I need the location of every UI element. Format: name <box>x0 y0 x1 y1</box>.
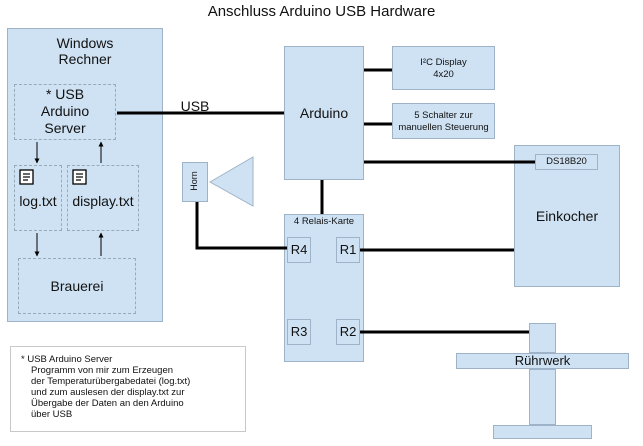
r4-horn-wire <box>195 202 287 250</box>
windows-pc-label-1: Windows <box>56 35 114 51</box>
footnote-line: * USB Arduino Server <box>21 354 113 365</box>
brauerei-box <box>18 258 136 314</box>
document-icon <box>19 169 35 185</box>
usb-server-label-2: Arduino <box>40 103 90 119</box>
ruehrwerk-bar <box>456 353 629 369</box>
i2c-display-label-1: I²C Display <box>420 57 467 68</box>
footnote-line: Übergabe der Daten an den Arduino <box>31 397 184 409</box>
i2c-display-box <box>392 46 495 90</box>
relay-r4 <box>287 237 311 263</box>
relay-r2 <box>336 319 360 345</box>
footnote-line: und zum auslesen der display.txt zur <box>31 386 185 398</box>
usb-server-label-3: Server <box>44 120 86 136</box>
footnote-line: der Temperaturübergabedatei (log.txt) <box>31 375 191 387</box>
relay-card-label: 4 Relais-Karte <box>293 216 355 227</box>
brauerei-label: Brauerei <box>50 278 104 294</box>
footnote-line: Programm von mir zum Erzeugen <box>31 364 174 376</box>
horn-cone-icon <box>208 156 254 207</box>
log-file-label: log.txt <box>19 193 57 209</box>
usb-server-box <box>14 84 116 140</box>
relay-r2-label: R2 <box>339 324 357 339</box>
horn-box <box>182 162 208 202</box>
ruehrwerk-label: Rührwerk <box>514 353 571 368</box>
windows-pc-label-2: Rechner <box>58 51 112 67</box>
ruehrwerk-stem <box>529 369 556 425</box>
relay-r1 <box>336 237 360 263</box>
switches-label-1: 5 Schalter zur <box>414 110 473 121</box>
relay-r3 <box>287 319 311 345</box>
einkocher-label: Einkocher <box>535 208 599 224</box>
switches-label-2: manuellen Steuerung <box>398 122 489 133</box>
document-icon <box>72 169 88 185</box>
usb-server-label-1: * USB <box>45 86 85 102</box>
relay-r1-label: R1 <box>339 242 357 257</box>
arduino-box <box>284 46 364 180</box>
horn-label: Horn <box>189 171 200 191</box>
footnote-line: über USB <box>31 408 73 420</box>
relay-r3-label: R3 <box>290 324 308 339</box>
usb-label: USB <box>180 98 210 114</box>
switches-box <box>392 103 495 139</box>
ds18b20-sensor-box <box>535 154 598 170</box>
display-file-label: display.txt <box>72 193 134 209</box>
ruehrwerk-blade <box>493 425 592 439</box>
diagram-title: Anschluss Arduino USB Hardware <box>207 3 436 20</box>
footnote-box: * USB Arduino Server Programm von mir zu… <box>10 346 246 432</box>
ds18b20-label: DS18B20 <box>546 156 587 167</box>
relay-r4-label: R4 <box>290 242 308 257</box>
i2c-display-label-2: 4x20 <box>433 69 454 80</box>
ruehrwerk-shaft <box>529 323 556 353</box>
arduino-label: Arduino <box>299 105 349 121</box>
display-file-box <box>67 165 139 231</box>
